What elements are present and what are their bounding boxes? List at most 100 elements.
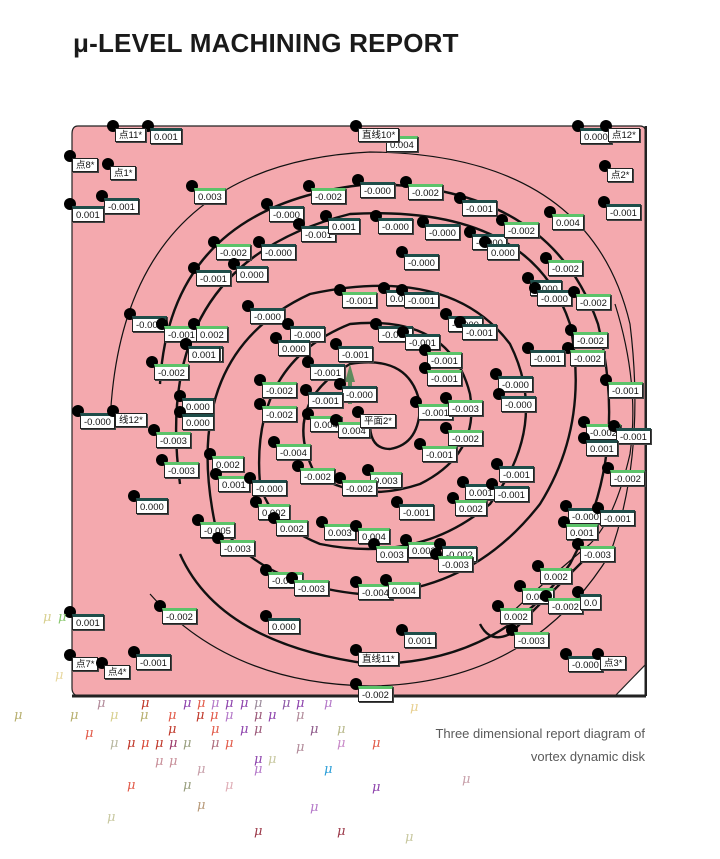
deviation-value-label[interactable]: 0.001 bbox=[404, 632, 436, 648]
deviation-value-label[interactable]: -0.001 bbox=[600, 510, 635, 526]
deviation-value-label[interactable]: -0.003 bbox=[220, 540, 255, 556]
deviation-value-label[interactable]: -0.000 bbox=[360, 182, 395, 198]
deviation-value-label[interactable]: -0.001 bbox=[494, 486, 529, 502]
point-label[interactable]: 线12* bbox=[115, 413, 147, 427]
deviation-value-label[interactable]: -0.001 bbox=[136, 654, 171, 670]
point-label[interactable]: 直线11* bbox=[358, 652, 399, 666]
deviation-value-label[interactable]: 0.003 bbox=[194, 188, 226, 204]
deviation-value-label[interactable]: -0.000 bbox=[80, 413, 115, 429]
deviation-value-label[interactable]: -0.000 bbox=[342, 386, 377, 402]
deviation-value-label[interactable]: -0.000 bbox=[378, 218, 413, 234]
point-label[interactable]: 点7* bbox=[72, 657, 99, 671]
deviation-value-label[interactable]: -0.002 bbox=[300, 468, 335, 484]
deviation-value-label[interactable]: 0.000 bbox=[268, 618, 300, 634]
deviation-value-label[interactable]: 0.000 bbox=[278, 340, 310, 356]
deviation-value-label[interactable]: -0.003 bbox=[448, 400, 483, 416]
deviation-value-label[interactable]: -0.002 bbox=[548, 260, 583, 276]
deviation-value-label[interactable]: -0.002 bbox=[358, 686, 393, 702]
deviation-value-label[interactable]: -0.001 bbox=[530, 350, 565, 366]
deviation-value-label[interactable]: -0.001 bbox=[427, 370, 462, 386]
deviation-value-label[interactable]: -0.001 bbox=[422, 446, 457, 462]
deviation-value-label[interactable]: 0.002 bbox=[540, 568, 572, 584]
point-label[interactable]: 点4* bbox=[104, 665, 131, 679]
deviation-value-label[interactable]: -0.001 bbox=[404, 292, 439, 308]
point-label[interactable]: 点12* bbox=[608, 128, 640, 142]
deviation-value-label[interactable]: 0.002 bbox=[212, 456, 244, 472]
deviation-value-label[interactable]: -0.002 bbox=[342, 480, 377, 496]
deviation-value-label[interactable]: -0.002 bbox=[570, 350, 605, 366]
deviation-value-label[interactable]: -0.002 bbox=[262, 406, 297, 422]
point-label[interactable]: 平面2* bbox=[360, 414, 396, 428]
deviation-value-label[interactable]: -0.001 bbox=[608, 382, 643, 398]
deviation-value-label[interactable]: -0.001 bbox=[499, 466, 534, 482]
deviation-value-label[interactable]: -0.003 bbox=[294, 580, 329, 596]
deviation-value-label[interactable]: -0.001 bbox=[427, 352, 462, 368]
deviation-value-label[interactable]: -0.001 bbox=[310, 364, 345, 380]
deviation-value-label[interactable]: -0.002 bbox=[576, 294, 611, 310]
deviation-value-label[interactable]: -0.001 bbox=[606, 204, 641, 220]
deviation-value-label[interactable]: -0.000 bbox=[498, 376, 533, 392]
deviation-value-label[interactable]: -0.002 bbox=[610, 470, 645, 486]
deviation-value-label[interactable]: -0.002 bbox=[408, 184, 443, 200]
point-label[interactable]: 点1* bbox=[110, 166, 137, 180]
deviation-value-label[interactable]: -0.003 bbox=[164, 462, 199, 478]
deviation-value-label[interactable]: 0.001 bbox=[328, 218, 360, 234]
deviation-value-label[interactable]: -0.000 bbox=[501, 396, 536, 412]
deviation-value-label[interactable]: -0.002 bbox=[311, 188, 346, 204]
deviation-value-label[interactable]: 0.001 bbox=[218, 476, 250, 492]
deviation-value-label[interactable]: -0.002 bbox=[504, 222, 539, 238]
point-label[interactable]: 点11* bbox=[115, 128, 147, 142]
deviation-value-label[interactable]: 0.003 bbox=[324, 524, 356, 540]
deviation-value-label[interactable]: -0.001 bbox=[104, 198, 139, 214]
deviation-value-label[interactable]: -0.001 bbox=[308, 392, 343, 408]
deviation-value-label[interactable]: -0.003 bbox=[514, 632, 549, 648]
deviation-value-label[interactable]: -0.002 bbox=[154, 364, 189, 380]
deviation-value-label[interactable]: 0.002 bbox=[276, 520, 308, 536]
deviation-value-label[interactable]: -0.001 bbox=[301, 226, 336, 242]
deviation-value-label[interactable]: 0.002 bbox=[455, 500, 487, 516]
point-label[interactable]: 点3* bbox=[600, 656, 627, 670]
deviation-value-label[interactable]: 0.001 bbox=[72, 206, 104, 222]
deviation-value-label[interactable]: -0.004 bbox=[276, 444, 311, 460]
deviation-value-label[interactable]: -0.003 bbox=[156, 432, 191, 448]
deviation-value-label[interactable]: 0.000 bbox=[182, 398, 214, 414]
deviation-value-label[interactable]: 0.003 bbox=[376, 546, 408, 562]
deviation-value-label[interactable]: -0.001 bbox=[342, 292, 377, 308]
deviation-value-label[interactable]: 0.001 bbox=[188, 346, 220, 362]
deviation-value-label[interactable]: 0.000 bbox=[580, 128, 612, 144]
deviation-value-label[interactable]: -0.002 bbox=[448, 430, 483, 446]
deviation-value-label[interactable]: -0.000 bbox=[252, 480, 287, 496]
deviation-value-label[interactable]: -0.002 bbox=[162, 608, 197, 624]
deviation-value-label[interactable]: -0.000 bbox=[404, 254, 439, 270]
deviation-value-label[interactable]: -0.001 bbox=[462, 324, 497, 340]
deviation-value-label[interactable]: -0.001 bbox=[462, 200, 497, 216]
deviation-value-label[interactable]: 0.000 bbox=[487, 244, 519, 260]
deviation-value-label[interactable]: -0.000 bbox=[261, 244, 296, 260]
point-label[interactable]: 点2* bbox=[607, 168, 634, 182]
deviation-value-label[interactable]: 0.001 bbox=[586, 440, 618, 456]
deviation-value-label[interactable]: 0.001 bbox=[72, 614, 104, 630]
deviation-value-label[interactable]: 0.001 bbox=[150, 128, 182, 144]
deviation-value-label[interactable]: -0.003 bbox=[438, 556, 473, 572]
deviation-value-label[interactable]: 0.004 bbox=[552, 214, 584, 230]
deviation-value-label[interactable]: -0.000 bbox=[537, 290, 572, 306]
deviation-value-label[interactable]: 0.002 bbox=[196, 326, 228, 342]
deviation-value-label[interactable]: 0.004 bbox=[388, 582, 420, 598]
deviation-value-label[interactable]: -0.000 bbox=[250, 308, 285, 324]
deviation-value-label[interactable]: -0.002 bbox=[573, 332, 608, 348]
deviation-value-label[interactable]: -0.003 bbox=[580, 546, 615, 562]
deviation-value-label[interactable]: 0.000 bbox=[182, 414, 214, 430]
deviation-value-label[interactable]: 0.002 bbox=[500, 608, 532, 624]
deviation-value-label[interactable]: -0.000 bbox=[425, 224, 460, 240]
deviation-value-label[interactable]: -0.001 bbox=[399, 504, 434, 520]
deviation-value-label[interactable]: -0.001 bbox=[616, 428, 651, 444]
deviation-value-label[interactable]: -0.002 bbox=[548, 598, 583, 614]
point-label[interactable]: 点8* bbox=[72, 158, 99, 172]
deviation-value-label[interactable]: -0.002 bbox=[262, 382, 297, 398]
deviation-value-label[interactable]: 0.001 bbox=[566, 524, 598, 540]
deviation-value-label[interactable]: 0.000 bbox=[136, 498, 168, 514]
deviation-value-label[interactable]: 0.000 bbox=[236, 266, 268, 282]
deviation-value-label[interactable]: -0.001 bbox=[196, 270, 231, 286]
point-label[interactable]: 直线10* bbox=[358, 128, 400, 142]
deviation-value-label[interactable]: -0.001 bbox=[338, 346, 373, 362]
